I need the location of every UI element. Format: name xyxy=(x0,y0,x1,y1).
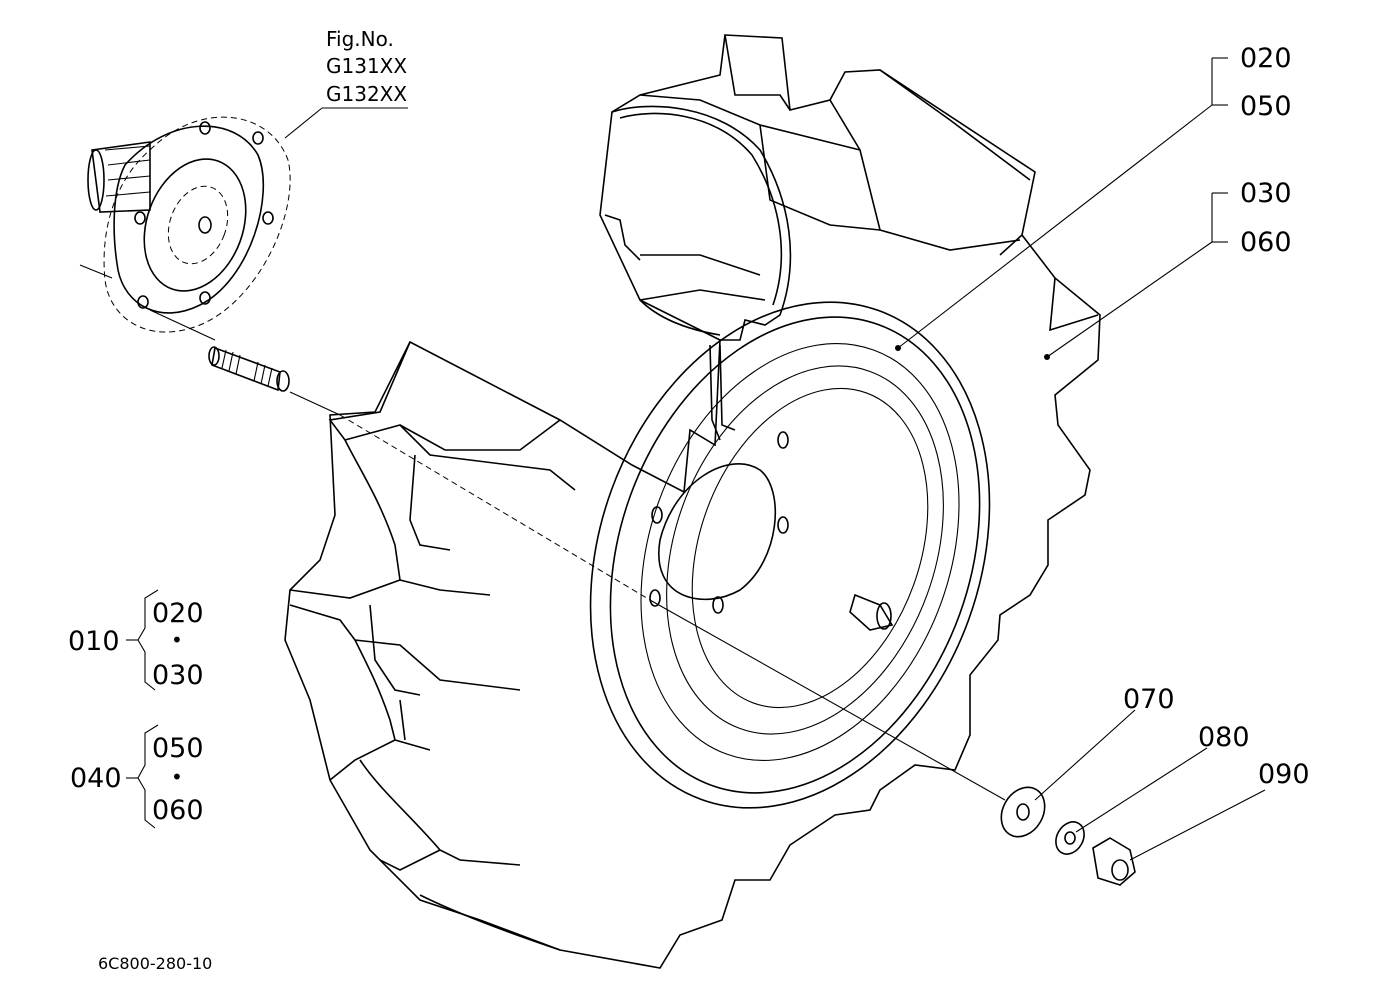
assembly-010-id: 010 xyxy=(68,626,120,657)
rim-disc xyxy=(589,301,991,809)
lock-washer xyxy=(1055,821,1085,855)
callout-020: 020 xyxy=(1240,43,1292,74)
assembly-040-separator: • xyxy=(171,765,183,789)
leader-lines xyxy=(895,57,1266,861)
fig-leader xyxy=(284,107,323,139)
assembly-040-part-1: 050 xyxy=(152,733,204,764)
fig-code-2: G132XX xyxy=(326,82,408,106)
stud-bolt xyxy=(208,346,290,392)
assembly-010-part-2: 030 xyxy=(152,660,204,691)
callout-050: 050 xyxy=(1240,91,1292,122)
assembly-010-separator: • xyxy=(171,628,183,652)
assembly-010-part-1: 020 xyxy=(152,598,204,629)
callout-030: 030 xyxy=(1240,178,1292,209)
centerline-a xyxy=(289,391,341,416)
fig-code-1: G131XX xyxy=(326,54,408,78)
drawing-code: 6C800-280-10 xyxy=(98,954,213,973)
fig-no-label: Fig.No. xyxy=(326,27,394,51)
tire xyxy=(284,34,1101,969)
callout-060: 060 xyxy=(1240,227,1292,258)
centerline-b xyxy=(649,599,1006,801)
assembly-040-part-2: 060 xyxy=(152,795,204,826)
assembly-040-id: 040 xyxy=(70,763,122,794)
axle-flange xyxy=(79,116,291,341)
assembly-brackets xyxy=(126,589,159,829)
callout-080: 080 xyxy=(1198,722,1250,753)
hex-nut xyxy=(1092,837,1136,886)
callout-070: 070 xyxy=(1123,684,1175,715)
washer xyxy=(1000,786,1046,838)
centerline-hidden xyxy=(339,414,651,601)
callout-090: 090 xyxy=(1258,759,1310,790)
